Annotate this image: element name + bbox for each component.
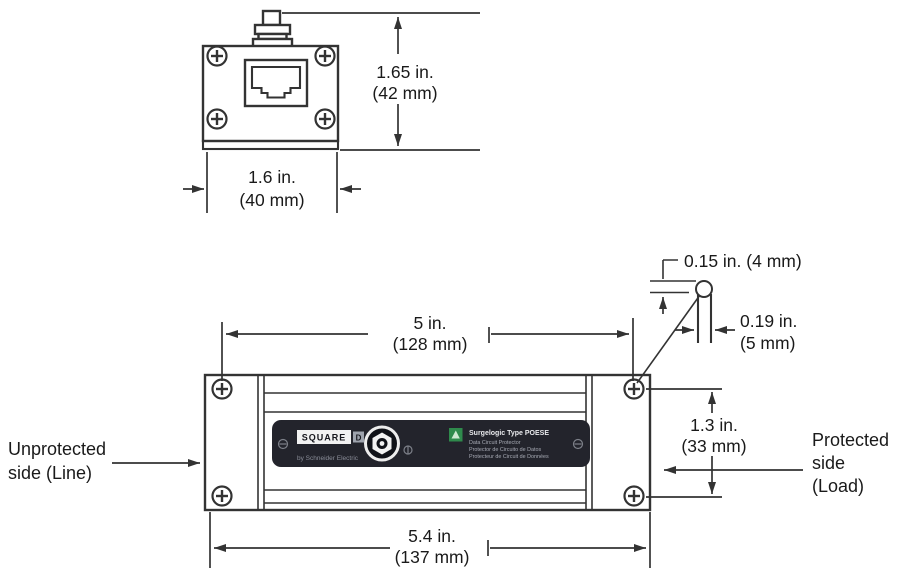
- keyhole-width-value-mm: (5 mm): [740, 333, 795, 353]
- front-height-value-mm: (42 mm): [372, 83, 437, 103]
- mounting-keyhole-detail: 0.15 in. (4 mm) 0.19 in. (5 mm): [636, 251, 802, 384]
- side-view: SQUARE D by Schneider Electric Surgelogi…: [8, 251, 889, 568]
- label-sub-en: Data Circuit Protector: [469, 440, 521, 446]
- label-right-terminal-icon: [572, 438, 584, 450]
- side-bottom-width-value-mm: (137 mm): [395, 547, 470, 567]
- side-bottom-width-dimension: 5.4 in. (137 mm): [209, 512, 651, 568]
- protected-side-annotation: Protected side (Load): [664, 430, 889, 496]
- square-d-logo-text: SQUARE: [302, 433, 347, 443]
- front-view: 1.65 in. (42 mm) 1.6 in. (40 mm): [183, 9, 480, 213]
- protected-side-line2: side: [812, 453, 845, 473]
- side-top-width-value-in: 5 in.: [413, 313, 446, 333]
- label-product-name: Surgelogic Type POESE: [469, 430, 549, 437]
- side-top-width-dimension: 5 in. (128 mm): [221, 313, 634, 381]
- label-sub-es: Protector de Circuito de Datos: [469, 447, 542, 453]
- protected-side-line1: Protected: [812, 430, 889, 450]
- keyhole-width-value-in: 0.19 in.: [740, 311, 797, 331]
- front-base-strip: [201, 139, 340, 151]
- unprotected-side-line2: side (Line): [8, 463, 92, 483]
- ground-symbol-icon: [403, 445, 413, 455]
- side-top-width-value-mm: (128 mm): [393, 334, 468, 354]
- terminal-stud: [251, 9, 294, 49]
- unprotected-side-annotation: Unprotected side (Line): [8, 439, 200, 483]
- green-brand-icon: [449, 428, 463, 442]
- protected-side-line3: (Load): [812, 476, 864, 496]
- rj45-jack-icon: [243, 58, 309, 108]
- label-left-terminal-icon: [277, 438, 289, 450]
- front-height-dimension: 1.65 in. (42 mm): [282, 12, 480, 151]
- unprotected-side-line1: Unprotected: [8, 439, 106, 459]
- device-label: SQUARE D by Schneider Electric Surgelogi…: [272, 420, 590, 467]
- square-d-logo-d: D: [356, 434, 362, 443]
- front-width-value-mm: (40 mm): [239, 190, 304, 210]
- label-sub-fr: Protecteur de Circuit de Données: [469, 454, 549, 460]
- front-width-dimension: 1.6 in. (40 mm): [183, 152, 361, 213]
- keyhole-height-value: 0.15 in. (4 mm): [684, 251, 802, 271]
- schneider-byline: by Schneider Electric: [297, 455, 359, 462]
- side-bottom-width-value-in: 5.4 in.: [408, 526, 456, 546]
- square-d-logo: SQUARE D by Schneider Electric: [297, 430, 364, 462]
- side-height-dimension: 1.3 in. (33 mm): [646, 388, 747, 498]
- side-height-value-mm: (33 mm): [681, 436, 746, 456]
- front-height-value-in: 1.65 in.: [376, 62, 433, 82]
- coax-hex-connector-icon: [364, 425, 400, 462]
- front-width-value-in: 1.6 in.: [248, 167, 296, 187]
- side-height-value-in: 1.3 in.: [690, 415, 738, 435]
